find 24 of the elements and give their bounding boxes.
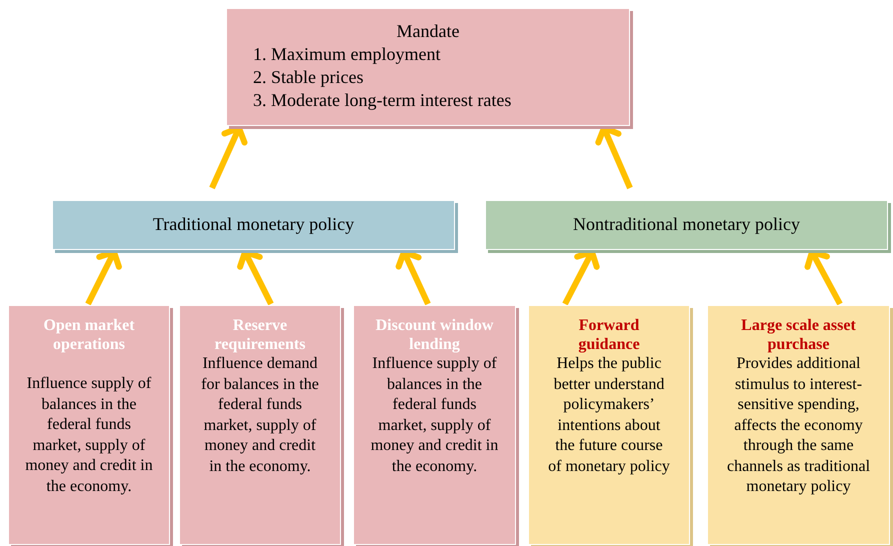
box-description: Provides additional stimulus to interest-sensitive spending, affects the economy through the same channels as traditional monetary policy bbox=[726, 354, 872, 498]
mandate-box bbox=[226, 8, 630, 126]
box-heading: Open market operations bbox=[42, 316, 136, 354]
box-description: Influence supply of balances in the federal funds market, supply of money and credit in the economy. bbox=[25, 374, 153, 497]
box-heading: Reserve requirements bbox=[214, 316, 306, 354]
box-description: Helps the public better understand policymakers’ intentions about the future course of monetary policy bbox=[547, 354, 671, 477]
list-item: 2. Stable prices bbox=[252, 66, 364, 89]
box-description: Influence demand for balances in the federal funds market, supply of money and credit in the economy. bbox=[200, 354, 320, 477]
tool-box bbox=[8, 305, 170, 545]
tool-box bbox=[528, 305, 690, 545]
list-item: 1. Maximum employment bbox=[252, 42, 440, 66]
box-heading: Large scale asset purchase bbox=[740, 316, 857, 354]
list-item: 3. Moderate long-term interest rates bbox=[252, 89, 512, 112]
box-description: Influence supply of balances in the federal funds market, supply of money and credit in the economy. bbox=[370, 354, 499, 477]
box-title: Traditional monetary policy bbox=[152, 214, 354, 236]
tool-box bbox=[179, 305, 341, 545]
tool-box bbox=[707, 305, 890, 545]
box-heading: Discount window lending bbox=[374, 316, 494, 354]
box-heading: Mandate bbox=[396, 21, 460, 43]
policy-box bbox=[52, 200, 455, 250]
policy-box bbox=[485, 200, 888, 250]
box-heading: Forward guidance bbox=[577, 316, 641, 354]
box-title: Nontraditional monetary policy bbox=[573, 214, 800, 236]
tool-box bbox=[353, 305, 516, 545]
